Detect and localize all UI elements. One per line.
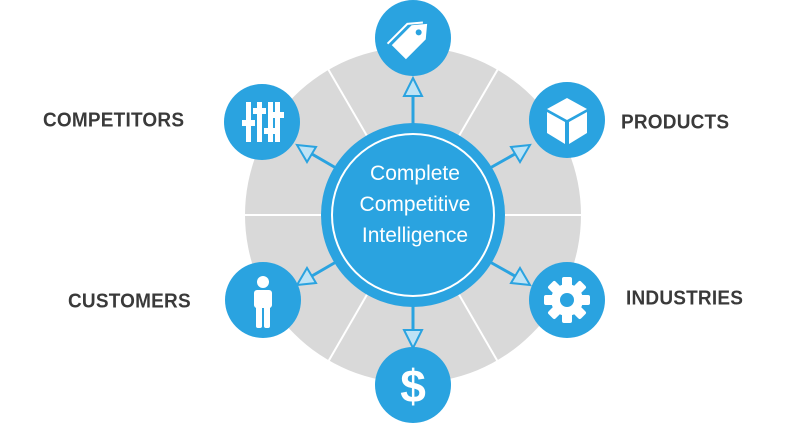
center-line-2: Competitive xyxy=(359,193,471,216)
arrowhead-competitors xyxy=(295,143,318,164)
arrowhead-customers xyxy=(295,266,318,287)
person-icon xyxy=(254,276,272,328)
node-top xyxy=(375,0,451,76)
sliders-icon xyxy=(242,102,284,142)
label-competitors: COMPETITORS xyxy=(43,109,185,132)
node-customers xyxy=(225,262,301,338)
node-industries xyxy=(529,262,605,338)
label-products: PRODUCTS xyxy=(621,111,730,134)
node-bottom: $ xyxy=(375,347,451,423)
gear-icon xyxy=(544,277,590,323)
node-products xyxy=(529,82,605,158)
dollar-sign-icon: $ xyxy=(400,360,426,412)
arrowhead-industries xyxy=(509,266,532,287)
center-line-3: Intelligence xyxy=(361,224,469,247)
center-line-1: Complete xyxy=(370,162,460,185)
center-title: Complete Competitive Intelligence xyxy=(325,158,505,251)
box-icon xyxy=(547,98,587,144)
arrowheads xyxy=(295,75,532,351)
center-inner-ring xyxy=(331,133,495,297)
price-tag-icon xyxy=(386,21,428,60)
center-circle xyxy=(321,123,505,307)
arrowhead-products xyxy=(509,143,532,164)
label-customers: CUSTOMERS xyxy=(68,290,191,313)
node-competitors xyxy=(224,84,300,160)
arrowhead-bottom xyxy=(402,329,424,351)
arrowhead-top xyxy=(402,75,424,97)
label-industries: INDUSTRIES xyxy=(626,287,744,310)
